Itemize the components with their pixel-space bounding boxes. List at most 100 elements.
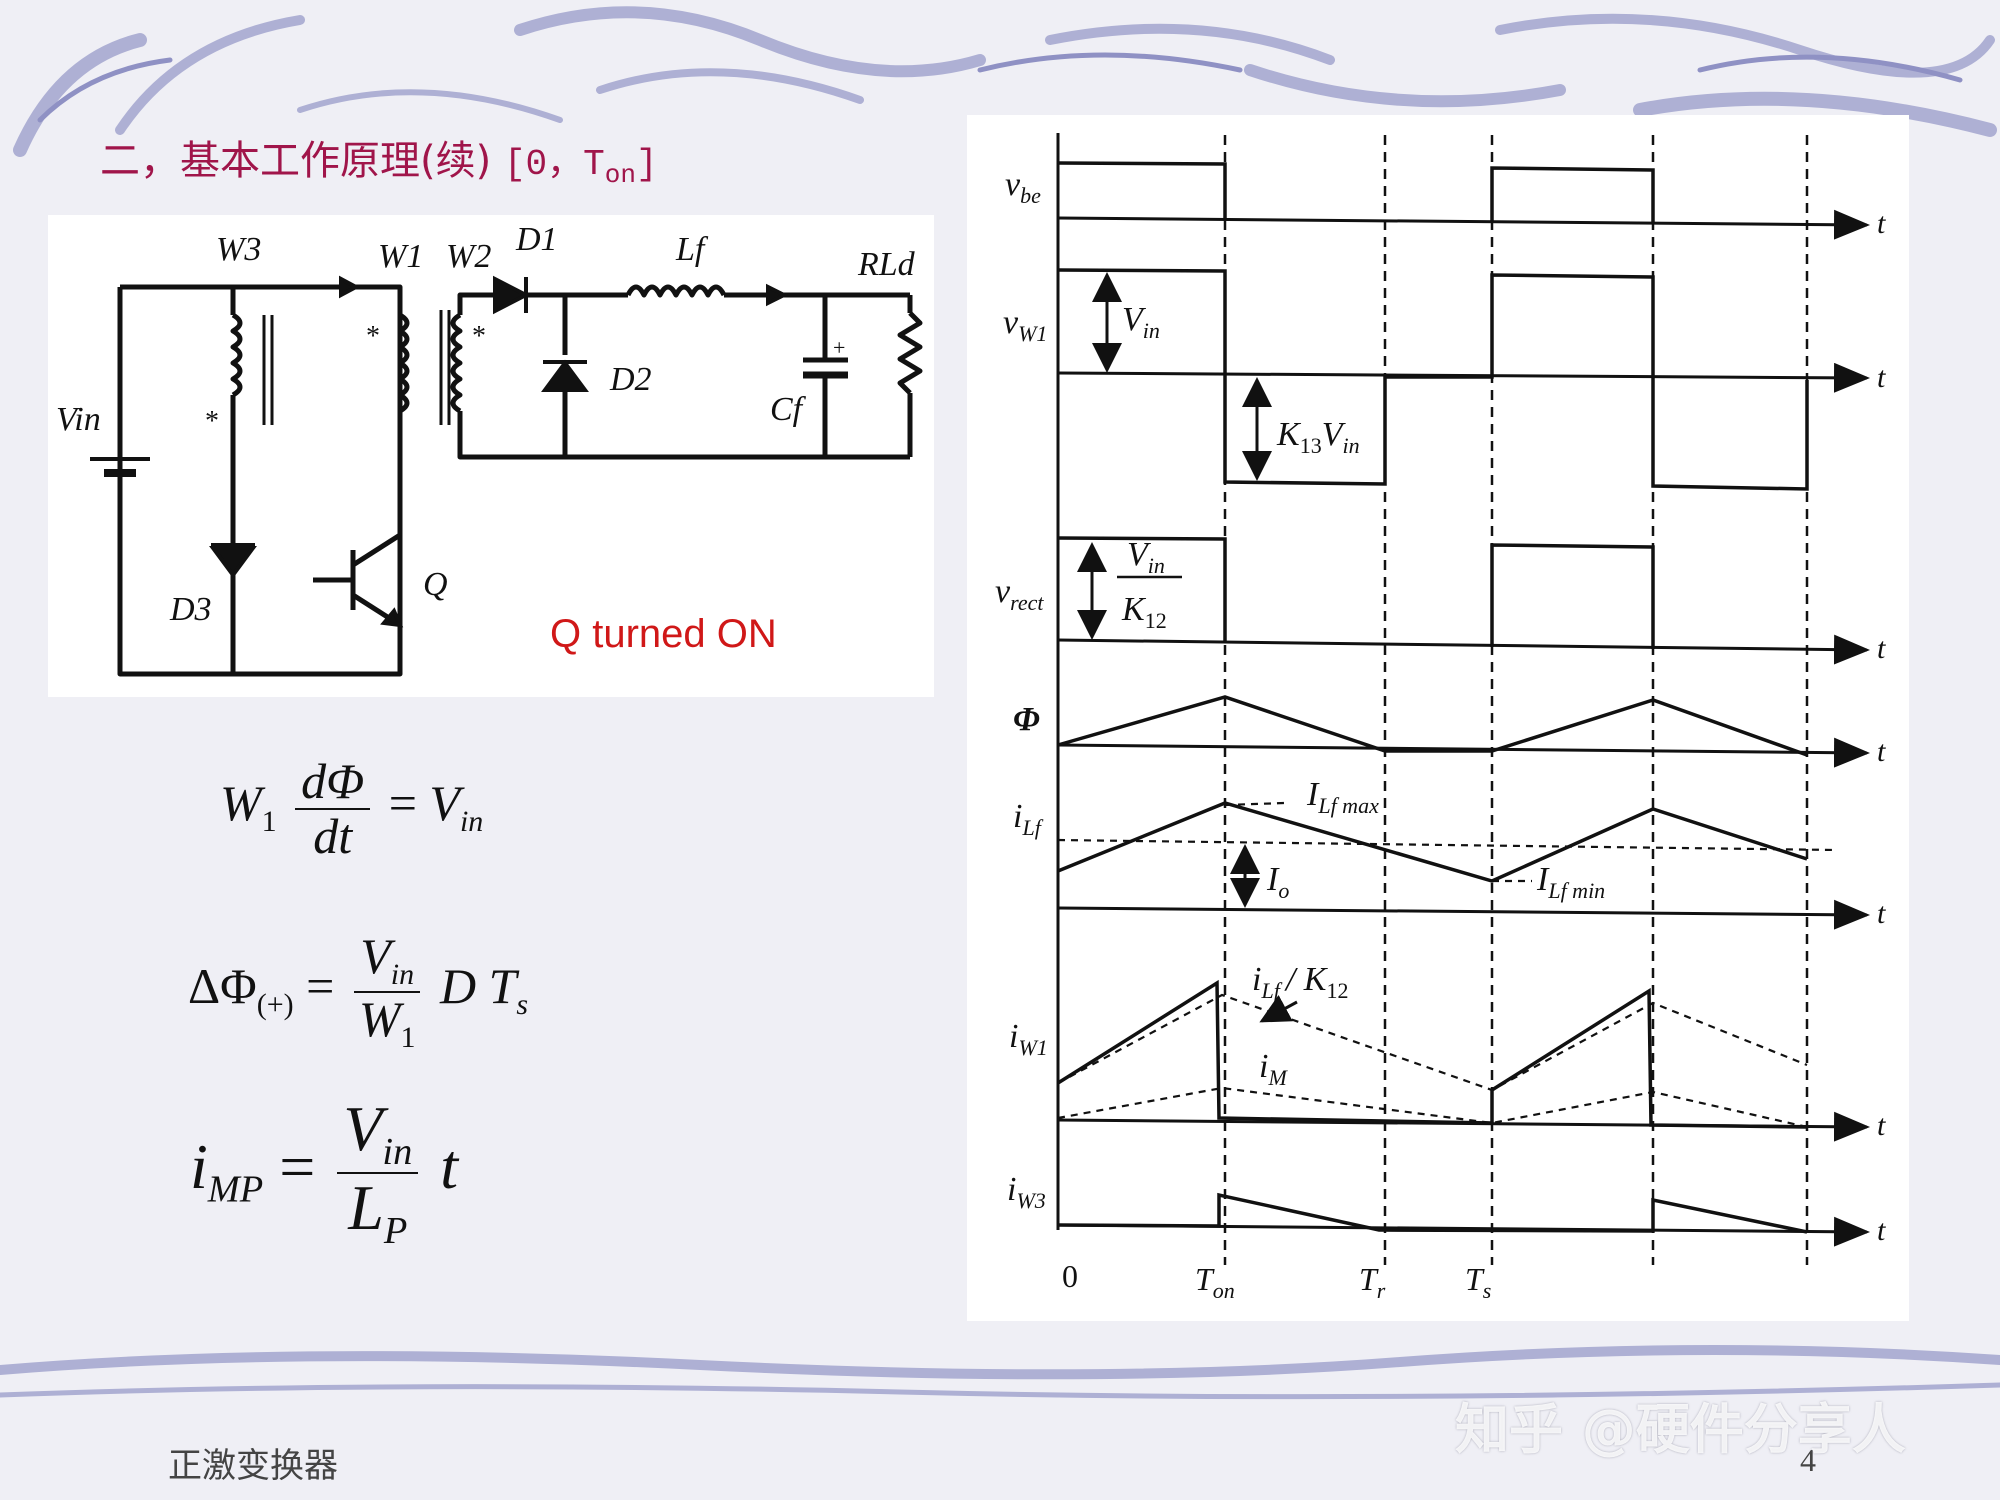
footer-title: 正激变换器 — [168, 1448, 338, 1485]
axis-phi — [1057, 737, 1870, 768]
label-vbe: vbe — [1005, 166, 1041, 208]
tick-tr: Tr — [1359, 1261, 1386, 1303]
label-rld: RLd — [857, 246, 916, 283]
axis-vrect — [1057, 634, 1870, 665]
label-d2: D2 — [609, 361, 652, 398]
annot-ilf-max: ILf max — [1306, 776, 1379, 818]
eq1-rhs-sub: in — [459, 804, 484, 838]
title-interval-sub: on — [604, 160, 636, 191]
annot-im: iM — [1259, 1048, 1288, 1090]
label-w2: W2 — [446, 238, 491, 275]
t-label-2: t — [1877, 361, 1886, 394]
eq3-den-l: L — [348, 1172, 384, 1244]
eq2-rhs: D T — [439, 957, 517, 1014]
io-level-line — [1057, 838, 1838, 852]
tick-ton: Ton — [1195, 1261, 1235, 1303]
w3-coil — [230, 312, 243, 398]
eq2-equals: = — [306, 957, 335, 1014]
wave-vw1 — [1057, 268, 1809, 491]
w2-coil — [450, 312, 463, 414]
w1-coil — [397, 312, 410, 414]
waveform-panel: vbe vW1 vrect Φ iLf iW1 iW3 t t t t t t … — [967, 115, 1909, 1321]
eq1-equals: = — [388, 774, 417, 831]
eq3-num-v: V — [343, 1093, 383, 1164]
label-phi: Φ — [1013, 701, 1040, 738]
label-d3: D3 — [169, 591, 212, 628]
eq3-rhs: t — [440, 1130, 459, 1202]
annot-ilf-min: ILf min — [1536, 861, 1605, 903]
label-d1: D1 — [515, 221, 558, 258]
eq3-num-sub: in — [382, 1130, 413, 1173]
tick-zero: 0 — [1062, 1258, 1078, 1294]
t-label-3: t — [1877, 632, 1886, 665]
wave-phi — [1057, 695, 1808, 757]
title-text: 二，基本工作原理(续) — [100, 138, 492, 184]
watermark: 知乎 @硬件分享人 — [1455, 1398, 1906, 1461]
tick-ts: Ts — [1465, 1261, 1491, 1303]
wave-vrect-1 — [1057, 536, 1227, 642]
label-iw1: iW1 — [1009, 1018, 1048, 1060]
eq2-lhs: ΔΦ — [188, 957, 257, 1014]
annot-vrect-num: Vin — [1127, 536, 1165, 578]
lf-coil — [625, 284, 727, 298]
d1-diode — [493, 275, 531, 315]
page-number: 4 — [1800, 1442, 1816, 1478]
eq3-num: Vin — [337, 1093, 419, 1175]
t-label-4: t — [1877, 735, 1886, 768]
w3-current-arrow — [339, 275, 361, 299]
load-resistor — [897, 311, 923, 395]
dot-w2: * — [472, 321, 486, 352]
eq3-lhs-sub: MP — [207, 1168, 264, 1211]
eq1-num: dΦ — [295, 755, 371, 810]
dot-w3: * — [205, 406, 219, 437]
slide-title: 二，基本工作原理(续) [0，Ton] — [100, 128, 658, 190]
t-label-7: t — [1877, 1214, 1886, 1247]
dot-w1: * — [366, 321, 380, 352]
label-vrect: vrect — [995, 573, 1044, 615]
label-lf: Lf — [675, 231, 709, 268]
label-iw3: iW3 — [1007, 1171, 1046, 1213]
eq2-rhs-sub: s — [516, 987, 529, 1021]
eq2-num-sub: in — [390, 958, 415, 991]
eq2-den-sub: 1 — [400, 1020, 416, 1054]
eq2-lhs-sub: (+) — [256, 987, 294, 1021]
forward-converter-schematic: W3 W1 W2 D1 Lf RLd Vin D2 Cf D3 Q * * * … — [56, 221, 923, 677]
t-label-5: t — [1877, 897, 1886, 930]
t-label-6: t — [1877, 1109, 1886, 1142]
wave-iw1 — [1057, 979, 1808, 1129]
label-vw1: vW1 — [1003, 304, 1047, 346]
primary-wire — [117, 284, 403, 677]
lf-current-arrow — [766, 283, 789, 307]
circuit-panel: W3 W1 W2 D1 Lf RLd Vin D2 Cf D3 Q * * * … — [48, 215, 934, 697]
eq2-num: Vin — [354, 930, 421, 993]
ilf-k12-pointer — [1259, 994, 1298, 1023]
eq3-den-sub: P — [383, 1209, 408, 1252]
wave-vrect-2 — [1490, 543, 1655, 649]
title-interval: [0，Ton] — [504, 144, 658, 190]
timing-diagram: vbe vW1 vrect Φ iLf iW1 iW3 t t t t t t … — [995, 133, 1886, 1303]
t-label-1: t — [1877, 207, 1886, 240]
annot-ilf-k12: iLf/ K12 — [1252, 961, 1348, 1003]
wave-vbe-2 — [1490, 166, 1655, 223]
eq3-den: LP — [342, 1174, 413, 1251]
annot-io: Io — [1266, 861, 1289, 903]
annot-vrect-den: K12 — [1121, 591, 1167, 633]
wave-iw1-reflected — [1057, 993, 1808, 1092]
eq3-equals: = — [279, 1130, 316, 1202]
label-q: Q — [423, 566, 448, 603]
eq1-den: dt — [313, 807, 353, 864]
d2-diode — [541, 359, 589, 392]
label-vin: Vin — [56, 401, 101, 438]
eq1-w-sub: 1 — [261, 804, 277, 838]
axis-ilf — [1057, 899, 1870, 930]
eq2-den: W1 — [353, 992, 422, 1054]
eq1-rhs: V — [429, 774, 460, 831]
label-w1: W1 — [378, 238, 423, 275]
